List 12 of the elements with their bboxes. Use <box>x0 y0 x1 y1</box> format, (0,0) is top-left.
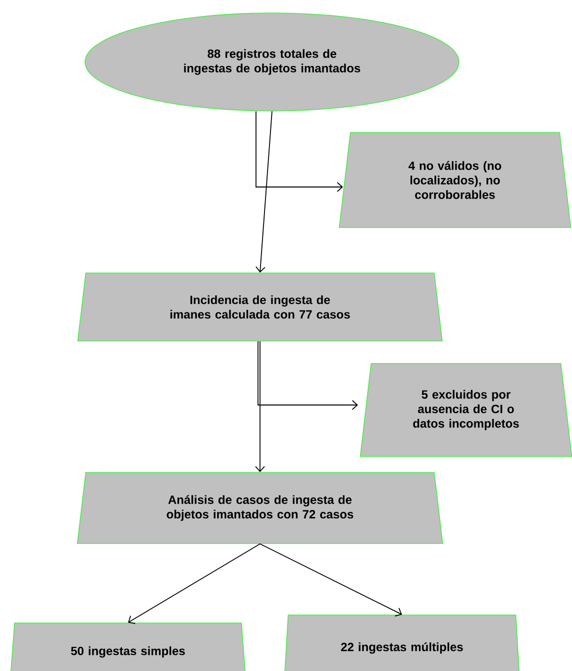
process-box: 4 no válidos (no localizados), no corroborables <box>338 132 572 228</box>
arrow <box>260 543 402 617</box>
arrow <box>255 340 265 472</box>
process-box: 5 excluidos por ausencia de CI o datos incompletos <box>360 363 572 457</box>
arrow <box>128 543 260 624</box>
process-box: 22 ingestas múltiples <box>284 614 520 671</box>
arrow <box>256 110 272 273</box>
process-box: Incidencia de ingesta de imanes calculada con 77 casos <box>77 272 443 342</box>
arrow <box>258 340 358 410</box>
process-box: Análisis de casos de ingesta de objetos imantados con 72 casos <box>76 472 444 544</box>
arrow <box>256 110 343 192</box>
process-box: 50 ingestas simples <box>10 622 246 671</box>
